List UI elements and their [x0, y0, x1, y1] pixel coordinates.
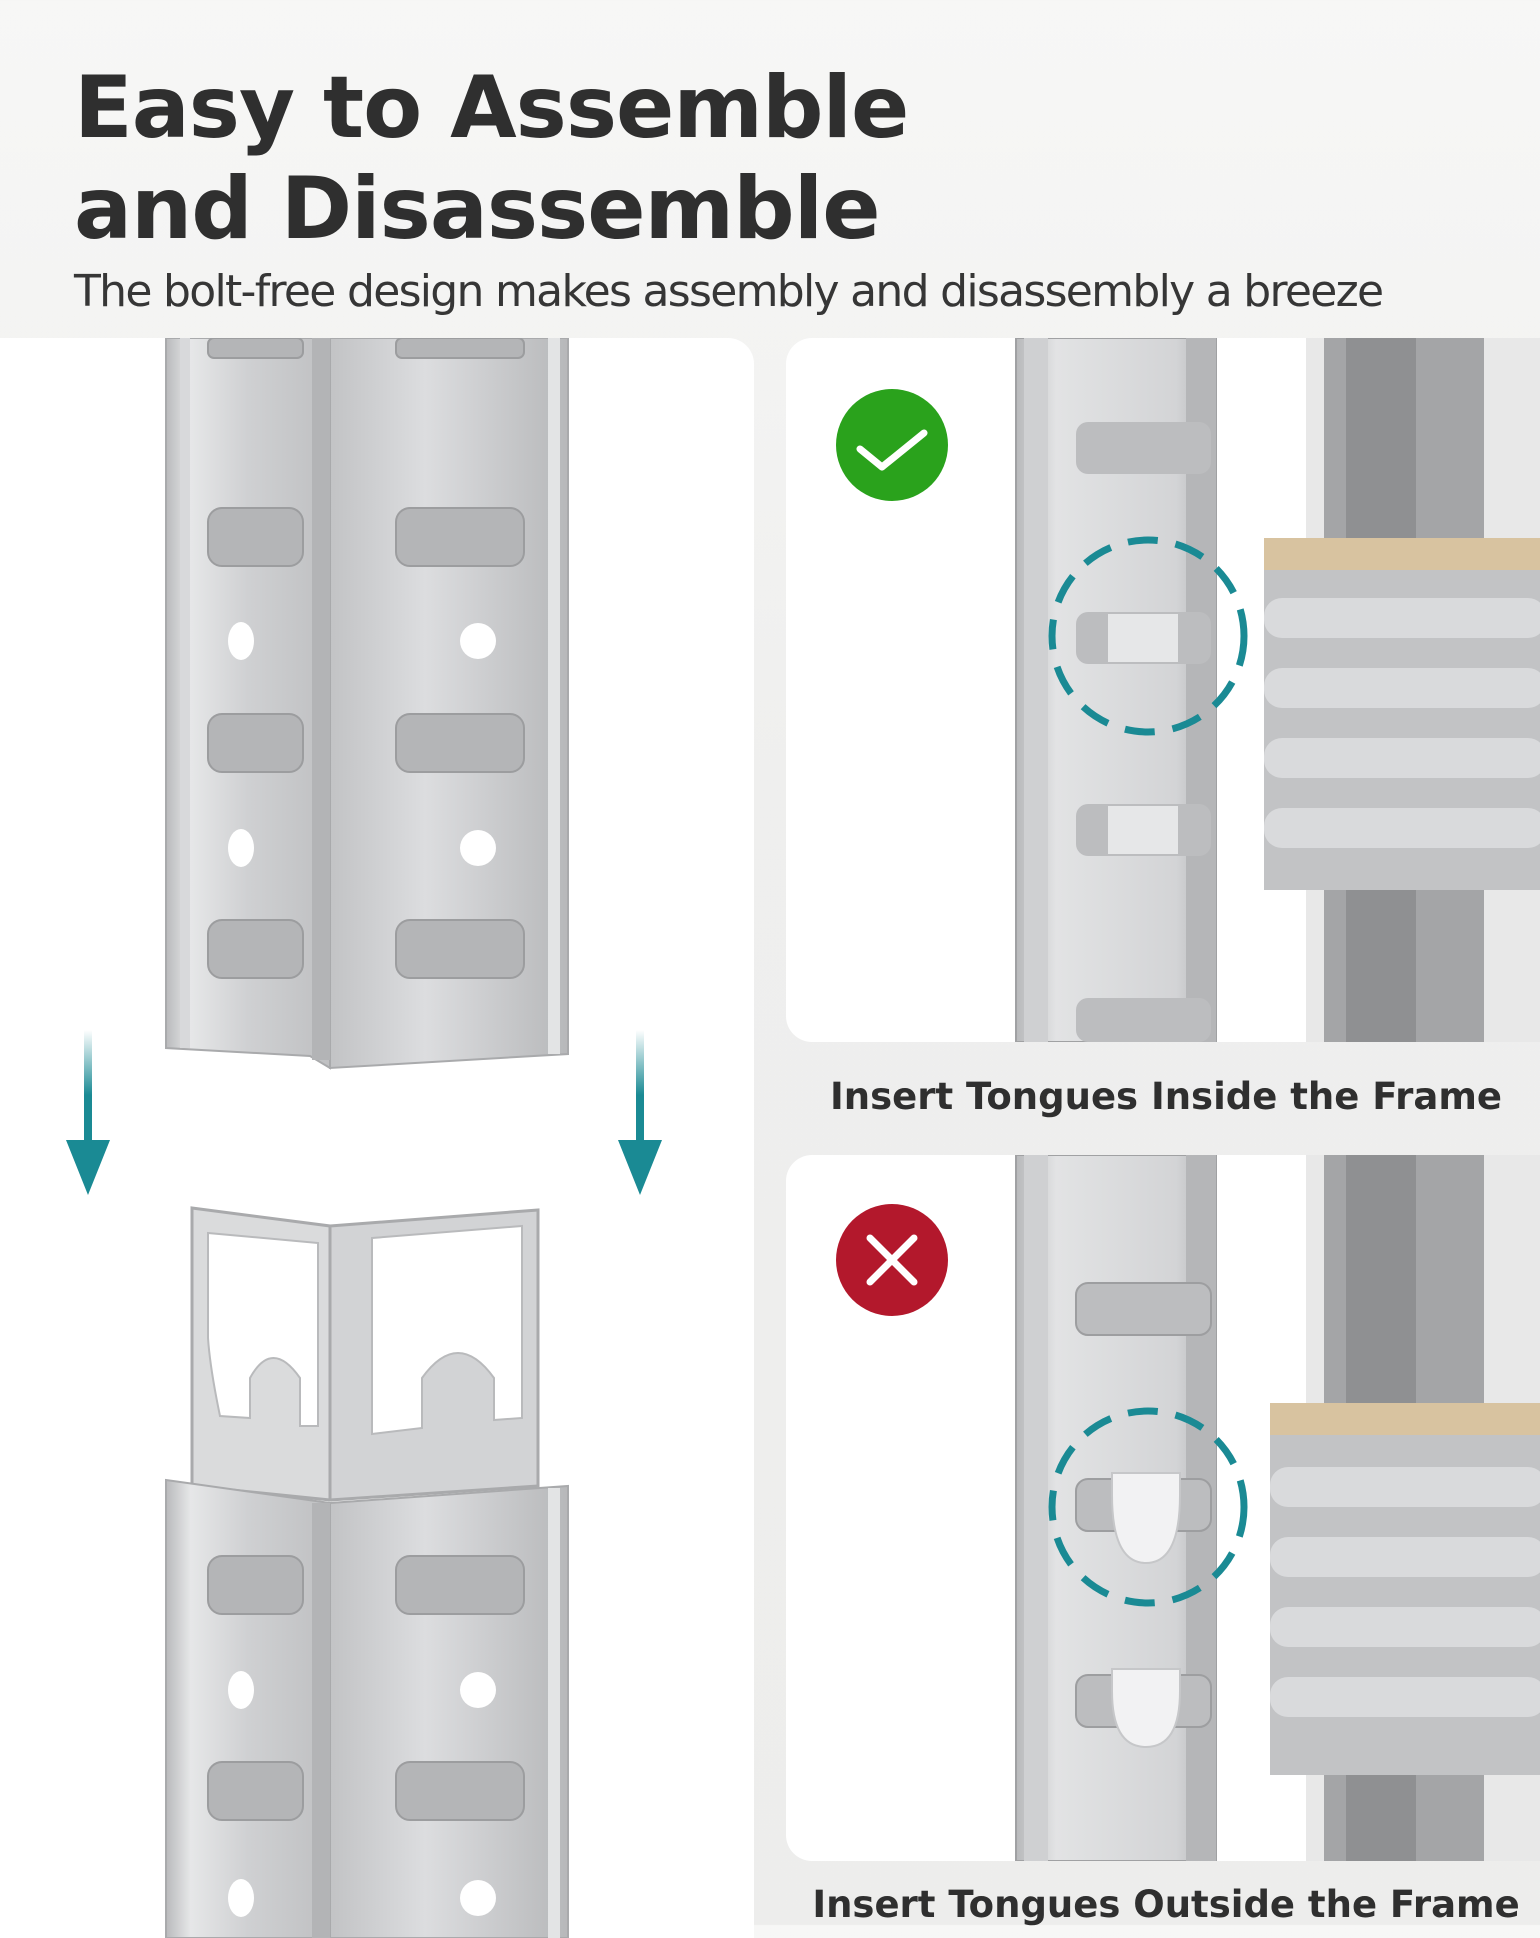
correct-badge — [836, 389, 948, 501]
page-title: Easy to Assemble and Disassemble — [74, 58, 909, 260]
page-subtitle: The bolt-free design makes assembly and … — [74, 266, 1384, 317]
correct-method-panel — [786, 338, 1540, 1042]
assembly-illustration-panel — [0, 338, 754, 1938]
down-arrow-icon — [66, 1030, 110, 1195]
upper-post — [165, 338, 569, 1070]
title-line-2: and Disassemble — [74, 159, 881, 259]
correct-insertion-illustration — [1015, 338, 1540, 1042]
title-line-1: Easy to Assemble — [74, 58, 909, 158]
connector-piece — [190, 1206, 540, 1502]
upright-post-illustration — [165, 338, 569, 1938]
incorrect-method-caption: Insert Tongues Outside the Frame — [812, 1883, 1520, 1926]
incorrect-insertion-illustration — [1015, 1155, 1540, 1861]
incorrect-method-panel — [786, 1155, 1540, 1861]
cross-icon — [866, 1234, 918, 1286]
checkmark-icon — [856, 429, 928, 471]
correct-method-caption: Insert Tongues Inside the Frame — [830, 1075, 1502, 1118]
down-arrow-icon — [618, 1030, 662, 1195]
incorrect-badge — [836, 1204, 948, 1316]
lower-post — [165, 1478, 569, 1938]
